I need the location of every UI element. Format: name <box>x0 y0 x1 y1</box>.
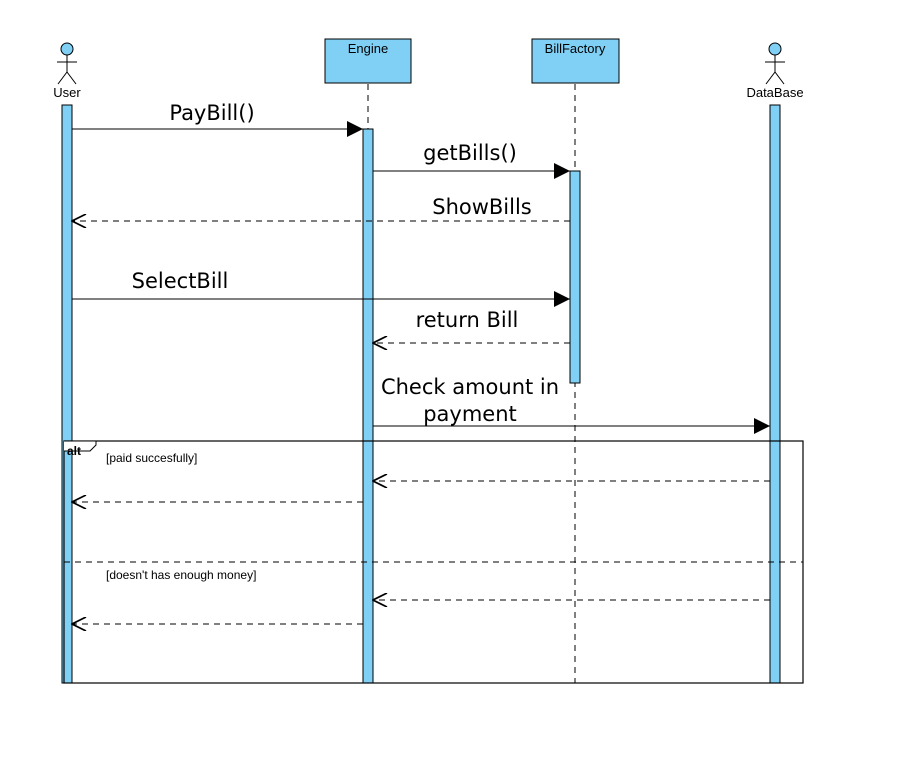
engine-label: Engine <box>348 41 388 56</box>
database-actor <box>765 42 785 85</box>
alt-operator-tab <box>64 440 97 452</box>
selectbill-label: SelectBill <box>132 269 229 293</box>
billfactory-label: BillFactory <box>545 41 606 56</box>
checkamount-label-line2: payment <box>423 402 517 426</box>
returnbill-label: return Bill <box>416 308 519 332</box>
billfactory-box <box>531 38 620 84</box>
database-activation <box>769 104 781 684</box>
engine-activation <box>362 128 374 684</box>
alt-guard-paid: [paid succesfully] <box>106 451 197 465</box>
user-label: User <box>53 85 81 100</box>
database-actor-head <box>768 42 782 56</box>
engine-box <box>324 38 412 84</box>
paybill-label: PayBill() <box>169 101 254 125</box>
user-actor <box>57 42 77 85</box>
showbills-label: ShowBills <box>432 195 532 219</box>
billfactory-activation <box>569 170 581 384</box>
database-label: DataBase <box>746 85 803 100</box>
alt-guard-insufficient: [doesn't has enough money] <box>106 568 256 582</box>
getbills-label: getBills() <box>423 141 517 165</box>
alt-operator-label: alt <box>67 444 81 458</box>
checkamount-label-line1: Check amount in <box>381 375 559 399</box>
user-actor-head <box>60 42 74 56</box>
